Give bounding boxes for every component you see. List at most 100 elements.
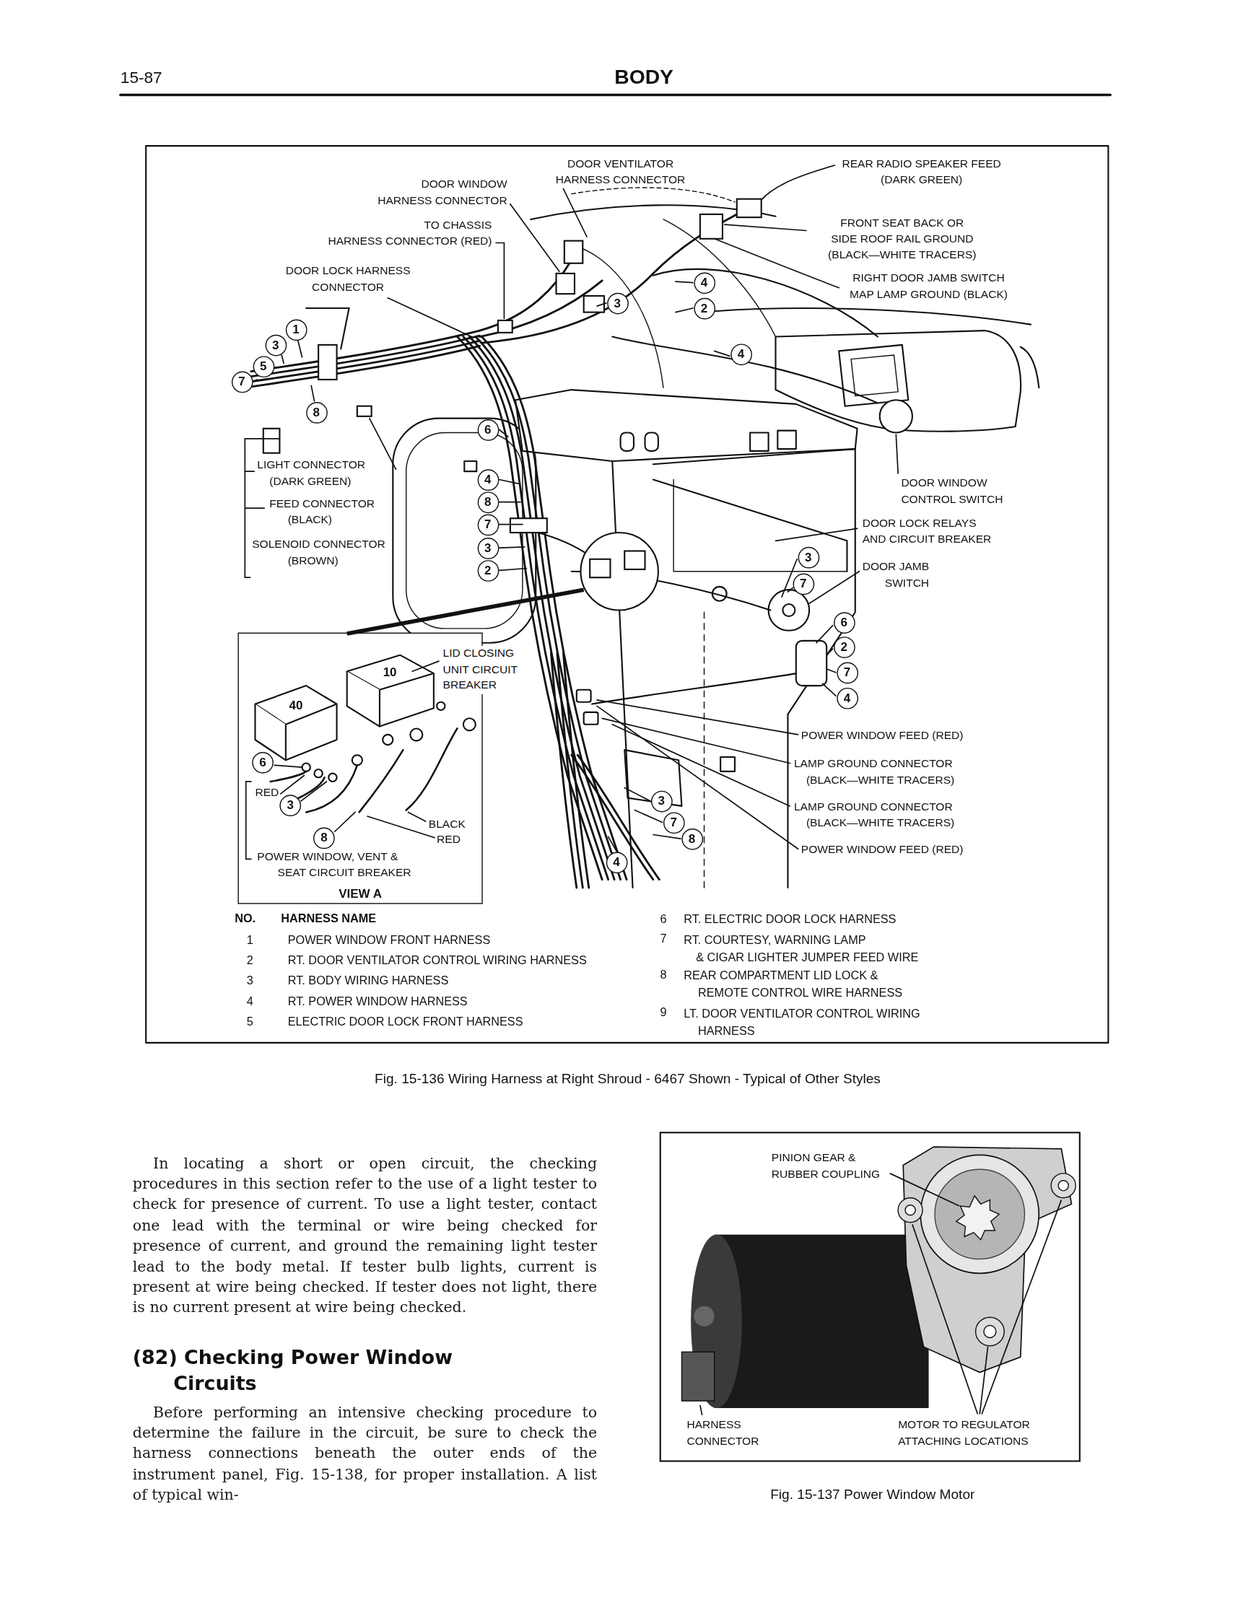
callout-circle: 3: [264, 334, 287, 356]
table-cell: RT. DOOR VENTILATOR CONTROL WIRING HARNE…: [288, 952, 587, 968]
callout-circle: 7: [230, 371, 253, 393]
leader-line-part: [498, 547, 525, 548]
text-line: (BLACK—WHITE TRACERS): [794, 772, 955, 789]
callout-number: 8: [688, 831, 696, 846]
table-cell: 8: [659, 967, 667, 983]
connector-part: [624, 550, 645, 569]
figure-caption: Fig. 15-137 Power Window Motor: [770, 1485, 975, 1503]
leader-line-part: [510, 204, 560, 272]
text-line: SEAT CIRCUIT BREAKER: [256, 864, 411, 881]
callout-circle: 3: [650, 790, 673, 813]
wiring-harness-part: [563, 653, 589, 888]
table-cell: RT. BODY WIRING HARNESS: [288, 973, 449, 989]
wiring-harness-part: [557, 653, 583, 888]
connector-part: [576, 690, 592, 703]
text-line: Circuits: [132, 1370, 453, 1397]
callout-number: 8: [320, 830, 327, 846]
table-cell: 4: [246, 993, 254, 1010]
text-line: (DARK GREEN): [256, 472, 366, 489]
callout-number: 6: [484, 422, 491, 437]
wiring-harness-part: [251, 330, 481, 372]
view-a-inset-part: [246, 661, 439, 859]
callout-circle: 3: [606, 292, 628, 314]
callout-number: 3: [272, 337, 279, 352]
wiring-harness-part: [479, 260, 571, 332]
callout-number: 2: [840, 639, 847, 654]
figure-label: RIGHT DOOR JAMB SWITCH MAP LAMP GROUND (…: [849, 270, 1008, 303]
table-cell: POWER WINDOW FRONT HARNESS: [288, 932, 491, 948]
leader-line-part: [816, 625, 833, 644]
table-cell: 5: [246, 1014, 254, 1030]
leader-line-part: [281, 355, 284, 364]
body-structure: [392, 205, 1039, 888]
text-line: SIDE ROOF RAIL GROUND: [827, 230, 976, 247]
connector-part: [564, 241, 583, 264]
table-header: HARNESS NAME: [280, 911, 377, 927]
text-line: CONTROL SWITCH: [900, 491, 1003, 508]
wiring-harness-part: [591, 673, 797, 704]
leader-line-part: [787, 587, 793, 592]
leader-line-part: [253, 379, 258, 382]
body-structure-part: [768, 589, 810, 631]
figure-label: SOLENOID CONNECTOR (BROWN): [251, 537, 386, 569]
leader-line-part: [827, 669, 836, 673]
view-a-inset-part-part: [347, 671, 380, 727]
callout-number: 3: [657, 793, 665, 808]
wiring-harness-part: [251, 345, 481, 387]
view-a-inset-part-part: [436, 702, 445, 711]
table-cell: LT. DOOR VENTILATOR CONTROL WIRING HARNE…: [683, 1005, 920, 1041]
view-a-inset-part-part: [406, 728, 458, 810]
leader-line-part: [675, 308, 693, 313]
text-line: HARNESS: [686, 1417, 759, 1434]
callout-number: 5: [259, 358, 267, 374]
leader-line-part: [298, 340, 303, 358]
text-line: CONNECTOR: [686, 1433, 759, 1450]
text-line: HARNESS CONNECTOR (RED): [327, 233, 492, 250]
body-structure-part: [515, 389, 858, 462]
callout-circle: 3: [279, 794, 302, 817]
leader-line-part: [244, 470, 255, 473]
leader-line-part: [895, 434, 898, 474]
text-line: (DARK GREEN): [841, 171, 1001, 188]
view-a-inset-part-part: [285, 704, 338, 761]
leader-line-part: [311, 385, 314, 401]
text-line: DOOR LOCK HARNESS: [285, 263, 411, 280]
callout-circle: 2: [477, 559, 499, 582]
leader-line-part: [387, 298, 472, 338]
wire-color: RED: [254, 784, 279, 800]
callout-number: 6: [259, 755, 266, 770]
wiring-harness-part: [571, 187, 735, 203]
callout-circle: 8: [477, 491, 499, 514]
motor-figure-part: [700, 1173, 1062, 1416]
body-structure-part: [620, 432, 634, 451]
body-structure-part: [703, 612, 705, 888]
wiring-harness-part: [510, 518, 548, 533]
view-a-inset-part-part: [410, 728, 423, 741]
figure-label: TO CHASSIS HARNESS CONNECTOR (RED): [327, 217, 492, 250]
text-line: MAP LAMP GROUND (BLACK): [849, 286, 1008, 303]
leader-line-part: [596, 700, 799, 735]
wiring-harness-part: [481, 214, 737, 343]
text-line: MOTOR TO REGULATOR: [897, 1417, 1031, 1434]
body-structure-part: [782, 604, 795, 617]
section-heading: (82) Checking Power Window Circuits: [132, 1344, 453, 1397]
callout-number: 3: [614, 295, 621, 310]
view-a-inset-part-part: [246, 781, 252, 859]
figure-label: REAR RADIO SPEAKER FEED (DARK GREEN): [841, 155, 1001, 188]
body-structure-part: [879, 399, 913, 433]
view-a-inset-part-part: [334, 812, 356, 832]
view-a-inset-part-part: [280, 775, 305, 794]
motor-figure-part-part: [890, 1173, 960, 1207]
text-line: LID CLOSING: [443, 646, 518, 662]
page-frame: [120, 94, 1111, 1043]
callout-circle: 7: [792, 573, 815, 595]
view-a-inset-part-part: [301, 763, 310, 772]
callout-circle: 6: [832, 612, 855, 634]
text-line: DOOR WINDOW: [900, 475, 1003, 492]
body-structure-part: [714, 308, 1031, 325]
rating-number: 10: [383, 665, 398, 680]
text-line: BREAKER: [443, 677, 518, 694]
view-a-inset-part-part: [408, 812, 426, 822]
callout-circle: 8: [681, 827, 704, 850]
view-a-inset-part-part: [301, 781, 327, 802]
